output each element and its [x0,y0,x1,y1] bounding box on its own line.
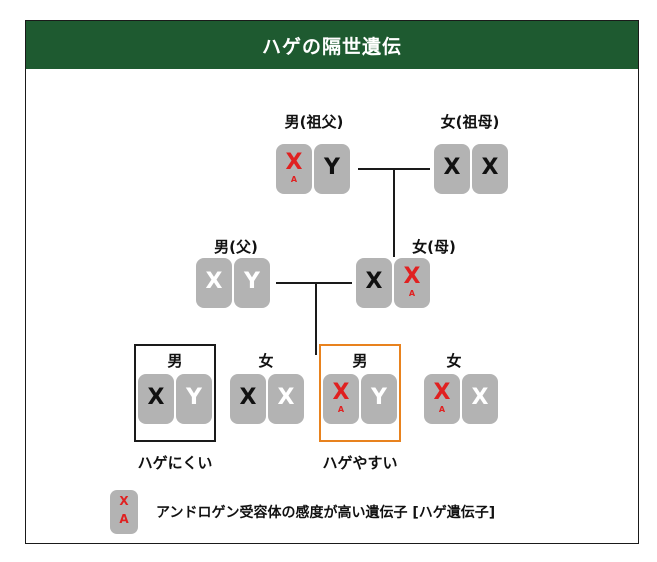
grandfather-y-chromosome: Y [314,144,350,194]
child2-x-chromosome-1: X [230,374,266,424]
child3-x-chromosome-carrier: X A [323,374,359,424]
mother-x-chromosome: X [356,258,392,308]
grandfather-x-chromosome-carrier: X A [276,144,312,194]
child2-x-chromosome-2: X [268,374,304,424]
legend-description: アンドロゲン受容体の感度が高い遺伝子 [ハゲ遺伝子] [156,505,496,521]
caption-unlikely-bald: ハゲにくい [137,454,213,472]
mother-x-chromosome-carrier: X A [394,258,430,308]
child4-x-chromosome: X [462,374,498,424]
label-father: 男(父) [214,238,258,256]
label-child3: 男 [352,352,368,370]
descent-line-parents [315,283,317,355]
child1-x-chromosome: X [138,374,174,424]
marriage-line-parents [276,282,352,284]
child1-y-chromosome: Y [176,374,212,424]
descent-line-grandparents [393,169,395,257]
father-y-chromosome: Y [234,258,270,308]
label-child2: 女 [258,352,274,370]
diagram-frame: ハゲの隔世遺伝 [25,20,639,544]
child3-y-chromosome: Y [361,374,397,424]
child3-highlight-box [319,344,401,442]
label-grandfather: 男(祖父) [284,113,344,131]
label-child4: 女 [446,352,462,370]
child1-box [134,344,216,442]
label-mother: 女(母) [412,238,456,256]
legend-chromosome-icon: X A [110,490,138,534]
father-x-chromosome: X [196,258,232,308]
grandmother-x-chromosome-2: X [472,144,508,194]
page-title: ハゲの隔世遺伝 [26,21,638,69]
label-grandmother: 女(祖母) [440,113,500,131]
label-child1: 男 [167,352,183,370]
grandmother-x-chromosome-1: X [434,144,470,194]
child4-x-chromosome-carrier: X A [424,374,460,424]
caption-likely-bald: ハゲやすい [322,454,398,472]
